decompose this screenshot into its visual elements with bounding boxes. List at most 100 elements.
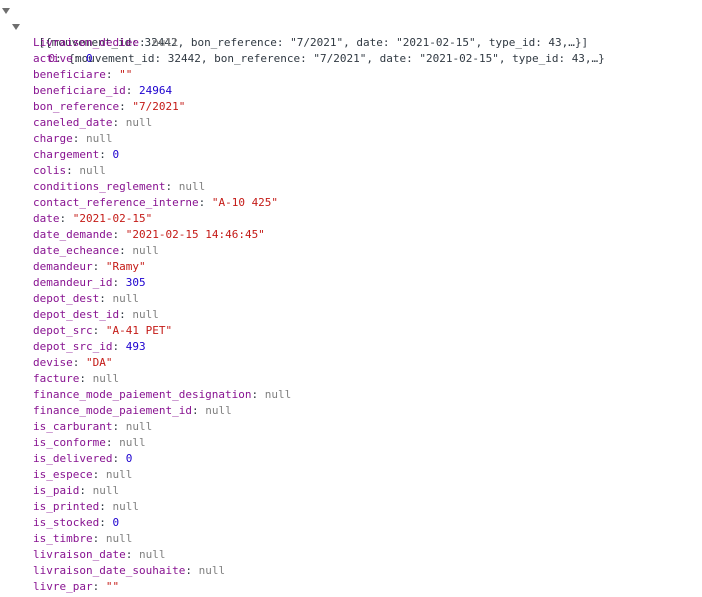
- property-value: 0: [112, 516, 120, 529]
- array-item-node[interactable]: 0: {mouvement_id: 32442, bon_reference: …: [0, 19, 702, 65]
- property-value: 0: [125, 452, 133, 465]
- property-key: chargement: [33, 148, 100, 161]
- colon-separator: :: [112, 452, 126, 465]
- property-value: "A-10 425": [211, 196, 279, 209]
- property-row[interactable]: charge: null: [0, 131, 702, 147]
- property-row[interactable]: is_conforme: null: [0, 435, 702, 451]
- colon-separator: :: [198, 196, 212, 209]
- colon-separator: :: [105, 68, 120, 81]
- colon-separator: :: [79, 484, 93, 497]
- property-key: beneficiare: [33, 68, 106, 81]
- property-value: null: [264, 388, 292, 401]
- colon-separator: :: [72, 356, 86, 369]
- property-row[interactable]: depot_dest_id: null: [0, 307, 702, 323]
- property-row[interactable]: livraison_date_souhaite: null: [0, 563, 702, 579]
- property-value: 305: [125, 276, 146, 289]
- property-row[interactable]: Livraison_dediee: null: [0, 35, 702, 51]
- property-key: caneled_date: [33, 116, 113, 129]
- colon-separator: :: [185, 564, 199, 577]
- colon-separator: :: [119, 100, 133, 113]
- property-row[interactable]: is_printed: null: [0, 499, 702, 515]
- property-value: "DA": [86, 356, 113, 369]
- property-row[interactable]: date: "2021-02-15": [0, 211, 702, 227]
- property-row[interactable]: depot_dest: null: [0, 291, 702, 307]
- property-row[interactable]: bon_reference: "7/2021": [0, 99, 702, 115]
- property-value: null: [112, 292, 139, 305]
- colon-separator: :: [251, 388, 265, 401]
- property-row[interactable]: caneled_date: null: [0, 115, 702, 131]
- colon-separator: :: [79, 372, 93, 385]
- property-key: date_demande: [33, 228, 113, 241]
- root-array-node[interactable]: [{mouvement_id: 32442, bon_reference: "7…: [0, 3, 702, 49]
- property-row[interactable]: finance_mode_paiement_designation: null: [0, 387, 702, 403]
- property-row[interactable]: is_stocked: 0: [0, 515, 702, 531]
- property-key: finance_mode_paiement_designation: [33, 388, 252, 401]
- property-value: null: [138, 548, 166, 561]
- property-row[interactable]: chargement: 0: [0, 147, 702, 163]
- colon-separator: :: [112, 340, 126, 353]
- property-value: null: [178, 180, 206, 193]
- colon-separator: :: [92, 324, 106, 337]
- property-value: null: [86, 132, 113, 145]
- property-row[interactable]: depot_src: "A-41 PET": [0, 323, 702, 339]
- property-row[interactable]: is_carburant: null: [0, 419, 702, 435]
- expand-triangle-icon[interactable]: [12, 24, 20, 30]
- property-key: colis: [33, 164, 67, 177]
- property-value: 24964: [138, 84, 173, 97]
- property-row[interactable]: conditions_reglement: null: [0, 179, 702, 195]
- property-key: livraison_date: [33, 548, 126, 561]
- property-row[interactable]: beneficiare_id: 24964: [0, 83, 702, 99]
- property-row[interactable]: date_demande: "2021-02-15 14:46:45": [0, 227, 702, 243]
- property-row[interactable]: demandeur: "Ramy": [0, 259, 702, 275]
- property-row[interactable]: is_paid: null: [0, 483, 702, 499]
- array-item-index: 0: [48, 52, 56, 65]
- colon-separator: :: [92, 468, 106, 481]
- property-row[interactable]: depot_src_id: 493: [0, 339, 702, 355]
- colon-separator: :: [99, 516, 113, 529]
- property-value: "7/2021": [132, 100, 186, 113]
- property-row[interactable]: demandeur_id: 305: [0, 275, 702, 291]
- colon-separator: :: [105, 436, 120, 449]
- property-key: date_echeance: [33, 244, 120, 257]
- property-row[interactable]: colis: null: [0, 163, 702, 179]
- colon-separator: :: [112, 228, 126, 241]
- property-row[interactable]: is_espece: null: [0, 467, 702, 483]
- property-key: is_delivered: [33, 452, 113, 465]
- property-key: livraison_date_souhaite: [33, 564, 186, 577]
- property-row[interactable]: beneficiare: "": [0, 67, 702, 83]
- property-row[interactable]: devise: "DA": [0, 355, 702, 371]
- property-row[interactable]: date_echeance: null: [0, 243, 702, 259]
- property-row[interactable]: active: 0: [0, 51, 702, 67]
- colon-separator: :: [92, 260, 106, 273]
- colon-separator: :: [55, 52, 69, 65]
- property-key: is_printed: [33, 500, 100, 513]
- property-key: finance_mode_paiement_id: [33, 404, 192, 417]
- expand-triangle-icon[interactable]: [2, 8, 10, 14]
- property-value: null: [198, 564, 226, 577]
- property-key: depot_dest_id: [33, 308, 120, 321]
- property-key: active: [33, 52, 73, 65]
- property-value: null: [105, 532, 133, 545]
- colon-separator: :: [138, 36, 153, 49]
- colon-separator: :: [99, 292, 113, 305]
- property-key: beneficiare_id: [33, 84, 126, 97]
- property-value: "2021-02-15": [72, 212, 153, 225]
- property-row[interactable]: livre_par: "": [0, 579, 702, 595]
- property-value: "": [105, 580, 120, 593]
- colon-separator: :: [72, 132, 86, 145]
- property-key: is_stocked: [33, 516, 100, 529]
- colon-separator: :: [165, 180, 179, 193]
- property-value: 0: [112, 148, 120, 161]
- property-row[interactable]: facture: null: [0, 371, 702, 387]
- property-row[interactable]: livraison_date: null: [0, 547, 702, 563]
- property-row[interactable]: contact_reference_interne: "A-10 425": [0, 195, 702, 211]
- property-row[interactable]: is_timbre: null: [0, 531, 702, 547]
- property-value: null: [205, 404, 232, 417]
- colon-separator: :: [99, 500, 113, 513]
- property-value: null: [92, 484, 120, 497]
- property-row[interactable]: is_delivered: 0: [0, 451, 702, 467]
- property-value: null: [112, 500, 139, 513]
- property-row[interactable]: finance_mode_paiement_id: null: [0, 403, 702, 419]
- property-value: 0: [86, 52, 93, 65]
